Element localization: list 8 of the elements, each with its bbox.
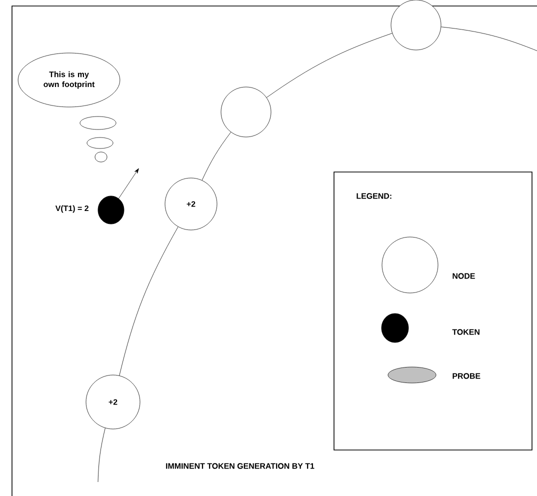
ring-arc xyxy=(202,132,232,180)
node-circle xyxy=(220,86,272,138)
ring-arc xyxy=(119,226,178,376)
ring-arc xyxy=(98,428,106,482)
token xyxy=(98,196,124,224)
ring-arc xyxy=(266,33,392,98)
arrow xyxy=(118,168,139,199)
ring-arc xyxy=(440,26,537,52)
